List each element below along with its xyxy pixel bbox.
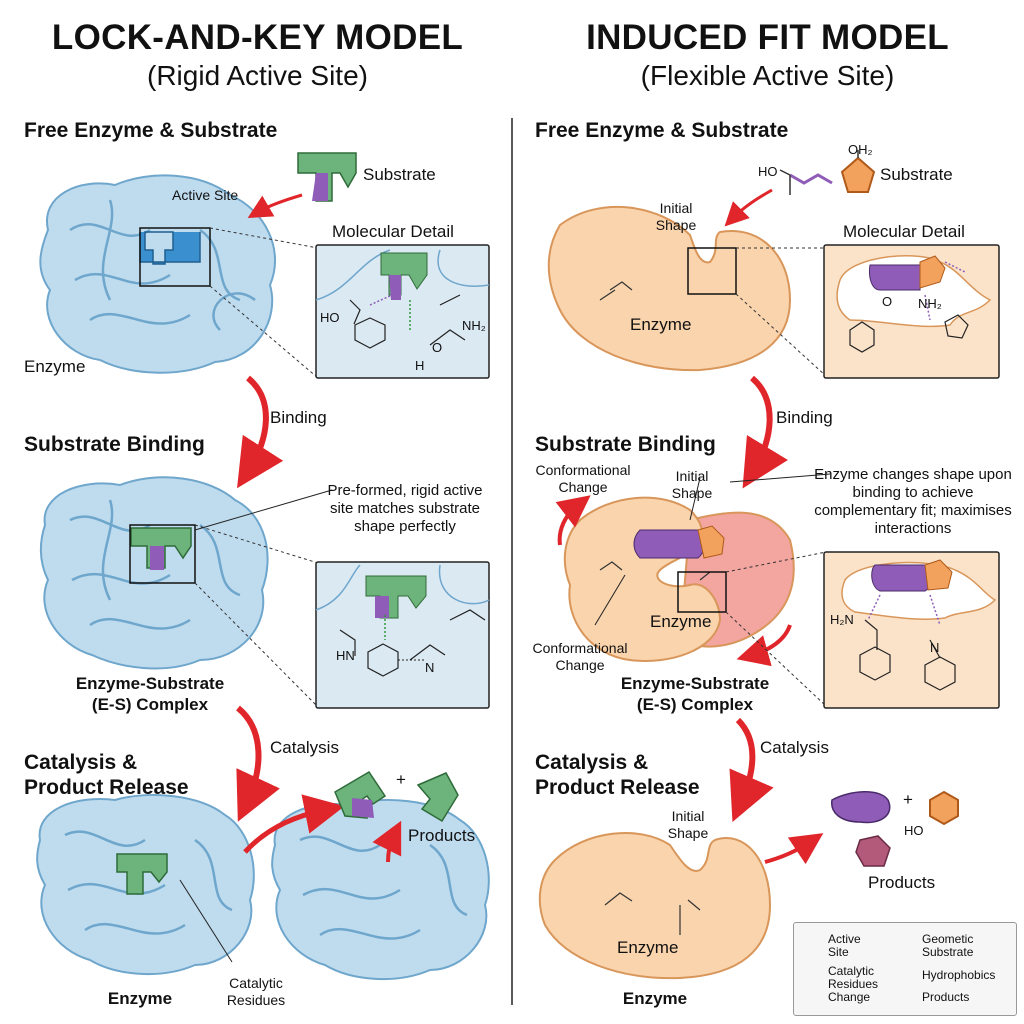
right-arrow-binding xyxy=(742,375,788,489)
left-molecular-detail-box-1 xyxy=(315,244,490,379)
right-products xyxy=(831,790,959,867)
right-arrow-conformational-top xyxy=(555,495,591,546)
left-substrate-free xyxy=(297,152,357,202)
left-section-free: Free Enzyme & Substrate xyxy=(24,119,278,142)
right-substrate-free xyxy=(779,150,876,195)
left-mol-nh2: NH₂ xyxy=(462,318,486,333)
right-catalysis-label: Catalysis xyxy=(760,738,829,757)
right-binding-label: Binding xyxy=(776,408,833,427)
right-mol-h2n: H₂N xyxy=(830,612,854,627)
left-section-catalysis-line1: Catalysis & xyxy=(24,751,138,774)
right-products-label: Products xyxy=(868,873,936,892)
left-molecular-detail-label: Molecular Detail xyxy=(332,222,454,241)
right-enzyme-bottom-label: Enzyme xyxy=(617,938,679,957)
right-molecular-detail-label: Molecular Detail xyxy=(843,222,965,241)
right-conformational-change-top: Conformational Change xyxy=(535,462,631,495)
right-section-free: Free Enzyme & Substrate xyxy=(535,119,789,142)
left-catalytic-residues-label: Catalytic Residues xyxy=(226,975,286,1008)
left-active-site-label: Active Site xyxy=(172,187,239,203)
left-es-complex-line2: (E-S) Complex xyxy=(91,695,209,714)
right-enzyme-complex-label: Enzyme xyxy=(650,612,712,631)
left-annotation: Pre-formed, rigid active site matches su… xyxy=(327,482,483,535)
left-mol-hn: HN xyxy=(336,648,355,663)
right-arrow-substrate-to-site xyxy=(724,188,773,227)
left-mol-h: H xyxy=(415,358,425,373)
left-arrow-binding xyxy=(237,375,284,489)
legend-catalytic-change: Catalytic Residues Change xyxy=(828,964,879,1004)
right-enzyme-label: Enzyme xyxy=(630,315,692,334)
left-enzyme-with-substrate xyxy=(36,794,255,975)
right-section-catalysis-line1: Catalysis & xyxy=(535,751,649,774)
right-arrow-catalysis xyxy=(729,717,774,823)
legend: Active Site Geometic Substrate Catalytic… xyxy=(793,922,1017,1016)
right-mol-nh2: NH₂ xyxy=(918,296,942,311)
right-enzyme-released xyxy=(538,832,772,980)
left-plus: + xyxy=(396,770,406,789)
left-title: LOCK-AND-KEY MODEL xyxy=(51,18,464,57)
left-enzyme-bottom-label: Enzyme xyxy=(107,989,173,1008)
right-arrow-to-products xyxy=(764,833,824,865)
right-title: INDUCED FIT MODEL xyxy=(586,18,949,57)
left-products-label: Products xyxy=(408,826,476,845)
left-mol-n: N xyxy=(425,660,435,675)
right-initial-shape-label-1: Initial Shape xyxy=(655,200,697,233)
left-catalysis-label: Catalysis xyxy=(270,738,339,757)
right-subtitle: (Flexible Active Site) xyxy=(640,60,895,91)
right-es-complex-line2: (E-S) Complex xyxy=(636,695,754,714)
left-section-catalysis-line2: Product Release xyxy=(24,776,189,799)
right-mol-n: N xyxy=(930,640,940,655)
left-enzyme-free xyxy=(39,174,276,374)
left-arrow-catalysis xyxy=(235,705,280,822)
left-es-complex-line1: Enzyme-Substrate xyxy=(75,674,225,693)
right-conformational-change-bottom: Conformational Change xyxy=(532,640,628,673)
left-subtitle: (Rigid Active Site) xyxy=(147,60,368,91)
legend-products: Products xyxy=(922,990,970,1004)
right-mol-ho: HO xyxy=(758,164,778,179)
right-products-mol-ho: HO xyxy=(904,823,924,838)
left-section-binding: Substrate Binding xyxy=(24,433,205,456)
right-enzyme-complex xyxy=(563,473,831,662)
left-binding-label: Binding xyxy=(270,408,327,427)
left-arrow-release xyxy=(372,820,402,863)
right-initial-shape-label-2: Initial Shape xyxy=(671,468,713,501)
right-mol-o: O xyxy=(882,294,893,309)
right-annotation: Enzyme changes shape upon binding to ach… xyxy=(814,466,1012,537)
legend-hydrophobics: Hydrophobics xyxy=(922,968,996,982)
right-mol-oh2: OH₂ xyxy=(848,142,873,157)
right-section-binding: Substrate Binding xyxy=(535,433,716,456)
right-substrate-label: Substrate xyxy=(880,165,953,184)
right-section-catalysis-line2: Product Release xyxy=(535,776,700,799)
left-products xyxy=(334,770,459,823)
left-enzyme-label: Enzyme xyxy=(24,357,86,376)
right-plus: + xyxy=(903,790,913,809)
legend-geometric-substrate: Geometic Substrate xyxy=(922,932,974,959)
left-molecular-detail-box-2 xyxy=(315,561,490,709)
left-mol-ho: HO xyxy=(320,310,340,325)
left-arrow-to-products xyxy=(243,794,345,854)
right-enzyme-final-label: Enzyme xyxy=(622,989,688,1008)
right-enzyme-free xyxy=(547,205,792,372)
right-molecular-detail-box-2 xyxy=(823,551,1000,709)
right-molecular-detail-box-1 xyxy=(823,244,1000,379)
right-arrow-conformational-bottom xyxy=(736,624,792,667)
left-enzyme-complex xyxy=(39,476,269,670)
legend-active-site: Active Site xyxy=(828,932,861,959)
right-initial-shape-label-3: Initial Shape xyxy=(667,808,709,841)
right-es-complex-line1: Enzyme-Substrate xyxy=(620,674,770,693)
left-substrate-label: Substrate xyxy=(363,165,436,184)
left-mol-o: O xyxy=(432,340,443,355)
left-arrow-substrate-to-site xyxy=(247,193,303,219)
